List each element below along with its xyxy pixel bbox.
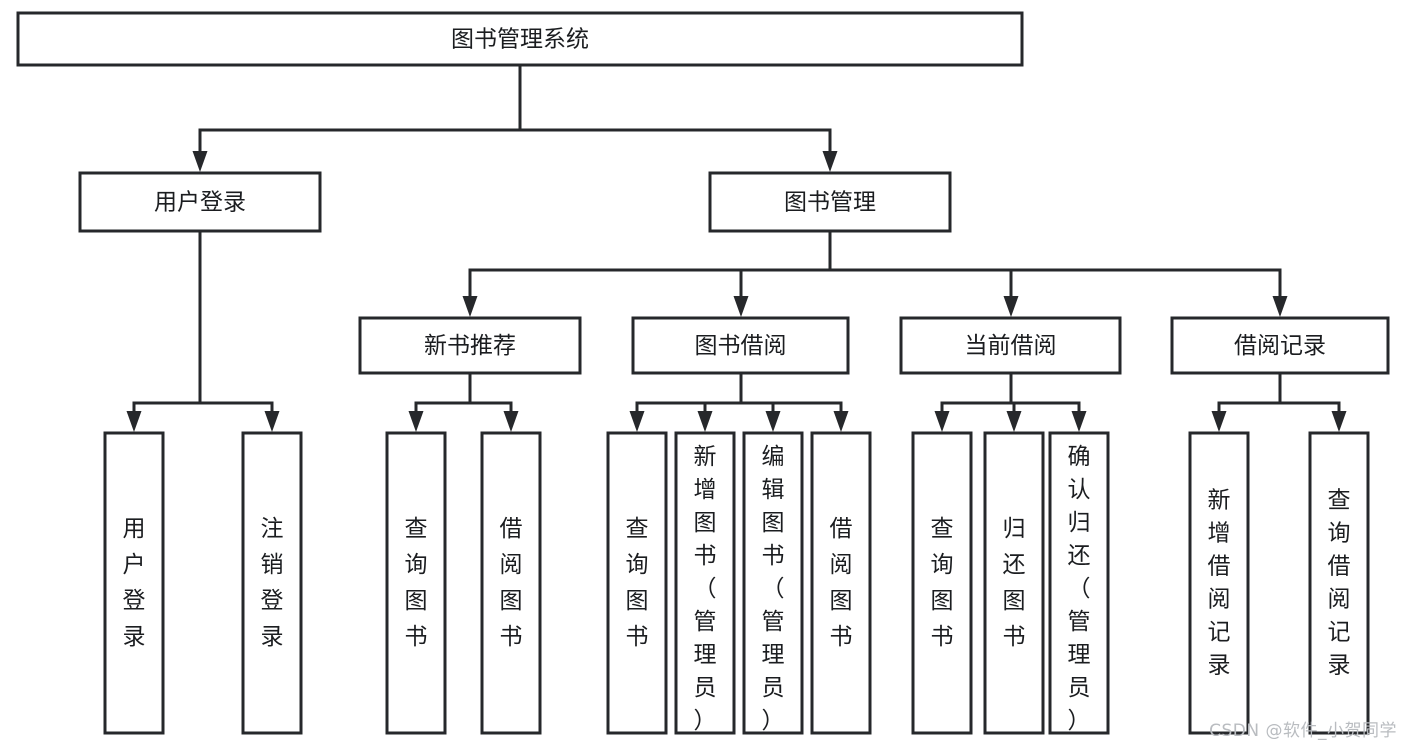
connector-user-login-to-leaf-user-login	[126, 231, 202, 432]
node-book-manage[interactable]: 图书管理	[708, 171, 952, 233]
arrow-head-icon	[934, 411, 950, 432]
node-root[interactable]: 图书管理系统	[16, 11, 1024, 67]
node-box-current-borrow[interactable]	[899, 316, 1122, 375]
node-label-current-borrow: 当前借阅	[965, 333, 1057, 359]
node-box-leaf-bb-edit[interactable]	[742, 431, 804, 735]
connector-borrow-record-to-leaf-br-add	[1211, 373, 1282, 432]
node-borrow-record[interactable]: 借阅记录	[1170, 316, 1390, 375]
connector-borrow-record-to-leaf-br-query	[1278, 373, 1347, 432]
connector-layer	[126, 65, 1347, 432]
node-label-leaf-cb-return: 归还图书	[1003, 516, 1026, 650]
node-box-leaf-bb-borrow[interactable]	[810, 431, 872, 735]
arrow-head-icon	[264, 411, 280, 432]
arrow-head-icon	[462, 296, 478, 317]
csdn-watermark: CSDN @软件_小贺同学	[1209, 721, 1397, 741]
node-box-leaf-user-login[interactable]	[103, 431, 165, 735]
node-leaf-cb-query[interactable]: 查询图书	[911, 431, 973, 735]
node-label-borrow-record: 借阅记录	[1234, 333, 1326, 359]
arrow-head-icon	[1071, 411, 1087, 432]
node-box-leaf-cb-return[interactable]	[983, 431, 1045, 735]
node-label-root: 图书管理系统	[451, 27, 589, 53]
node-box-new-book-rec[interactable]	[358, 316, 582, 375]
connector-new-book-rec-to-leaf-rec-borrow	[468, 373, 519, 432]
connector-current-borrow-to-leaf-cb-query	[934, 373, 1013, 432]
node-leaf-bb-borrow[interactable]: 借阅图书	[810, 431, 872, 735]
node-leaf-cb-confirm[interactable]: 确认归还（管理员）	[1048, 431, 1110, 735]
node-layer: 图书管理系统用户登录图书管理新书推荐图书借阅当前借阅借阅记录用户登录注销登录查询…	[16, 11, 1390, 735]
node-new-book-rec[interactable]: 新书推荐	[358, 316, 582, 375]
connector-user-login-to-leaf-logout	[198, 231, 280, 432]
node-leaf-rec-borrow[interactable]: 借阅图书	[480, 431, 542, 735]
node-label-leaf-cb-confirm: 确认归还（管理员）	[1068, 444, 1091, 734]
node-label-leaf-bb-edit: 编辑图书（管理员）	[762, 444, 785, 734]
arrow-head-icon	[1006, 411, 1022, 432]
node-box-book-manage[interactable]	[708, 171, 952, 233]
node-leaf-br-query[interactable]: 查询借阅记录	[1308, 431, 1370, 735]
node-box-leaf-bb-query[interactable]	[606, 431, 668, 735]
connector-root-to-book-manage	[518, 65, 838, 172]
connector-book-manage-to-borrow-record	[828, 231, 1288, 317]
node-label-leaf-user-login: 用户登录	[123, 516, 146, 650]
arrow-head-icon	[629, 411, 645, 432]
node-leaf-br-add[interactable]: 新增借阅记录	[1188, 431, 1250, 735]
node-leaf-user-login[interactable]: 用户登录	[103, 431, 165, 735]
arrow-head-icon	[1211, 411, 1227, 432]
node-box-borrow-record[interactable]	[1170, 316, 1390, 375]
node-label-book-borrow: 图书借阅	[695, 333, 787, 359]
node-leaf-bb-query[interactable]: 查询图书	[606, 431, 668, 735]
node-book-borrow[interactable]: 图书借阅	[631, 316, 850, 375]
node-box-leaf-rec-query[interactable]	[385, 431, 447, 735]
node-leaf-logout[interactable]: 注销登录	[241, 431, 303, 735]
node-label-leaf-bb-add: 新增图书（管理员）	[694, 444, 717, 734]
node-box-leaf-cb-query[interactable]	[911, 431, 973, 735]
node-box-user-login[interactable]	[78, 171, 322, 233]
node-label-leaf-rec-query: 查询图书	[405, 516, 428, 650]
arrow-head-icon	[1272, 296, 1288, 317]
node-label-leaf-br-query: 查询借阅记录	[1328, 487, 1351, 678]
node-label-user-login: 用户登录	[154, 190, 246, 216]
node-label-leaf-bb-borrow: 借阅图书	[830, 516, 853, 650]
connector-book-borrow-to-leaf-bb-borrow	[739, 373, 849, 432]
node-leaf-cb-return[interactable]: 归还图书	[983, 431, 1045, 735]
arrow-head-icon	[503, 411, 519, 432]
node-box-book-borrow[interactable]	[631, 316, 850, 375]
node-label-leaf-logout: 注销登录	[261, 516, 284, 650]
arrow-head-icon	[408, 411, 424, 432]
node-box-leaf-cb-confirm[interactable]	[1048, 431, 1110, 735]
node-box-root[interactable]	[16, 11, 1024, 67]
connector-new-book-rec-to-leaf-rec-query	[408, 373, 472, 432]
connector-current-borrow-to-leaf-cb-confirm	[1009, 373, 1087, 432]
connector-book-manage-to-new-book-rec	[462, 231, 832, 317]
node-box-leaf-rec-borrow[interactable]	[480, 431, 542, 735]
node-label-leaf-bb-query: 查询图书	[626, 516, 649, 650]
arrow-head-icon	[1003, 296, 1019, 317]
arrow-head-icon	[192, 151, 208, 172]
node-box-leaf-br-query[interactable]	[1308, 431, 1370, 735]
node-label-leaf-br-add: 新增借阅记录	[1208, 487, 1231, 678]
node-box-leaf-logout[interactable]	[241, 431, 303, 735]
arrow-head-icon	[833, 411, 849, 432]
node-label-book-manage: 图书管理	[784, 190, 876, 216]
node-leaf-bb-add[interactable]: 新增图书（管理员）	[674, 431, 736, 735]
node-box-leaf-bb-add[interactable]	[674, 431, 736, 735]
node-box-leaf-br-add[interactable]	[1188, 431, 1250, 735]
arrow-head-icon	[126, 411, 142, 432]
node-user-login[interactable]: 用户登录	[78, 171, 322, 233]
node-label-leaf-cb-query: 查询图书	[931, 516, 954, 650]
node-current-borrow[interactable]: 当前借阅	[899, 316, 1122, 375]
arrow-head-icon	[822, 151, 838, 172]
node-leaf-rec-query[interactable]: 查询图书	[385, 431, 447, 735]
arrow-head-icon	[1331, 411, 1347, 432]
arrow-head-icon	[765, 411, 781, 432]
connector-root-to-user-login	[192, 65, 522, 172]
node-label-new-book-rec: 新书推荐	[424, 333, 516, 359]
node-leaf-bb-edit[interactable]: 编辑图书（管理员）	[742, 431, 804, 735]
node-label-leaf-rec-borrow: 借阅图书	[500, 516, 523, 650]
connector-book-manage-to-current-borrow	[828, 231, 1019, 317]
connector-book-manage-to-book-borrow	[733, 231, 832, 317]
arrow-head-icon	[733, 296, 749, 317]
arrow-head-icon	[697, 411, 713, 432]
connector-book-borrow-to-leaf-bb-add	[697, 373, 743, 432]
